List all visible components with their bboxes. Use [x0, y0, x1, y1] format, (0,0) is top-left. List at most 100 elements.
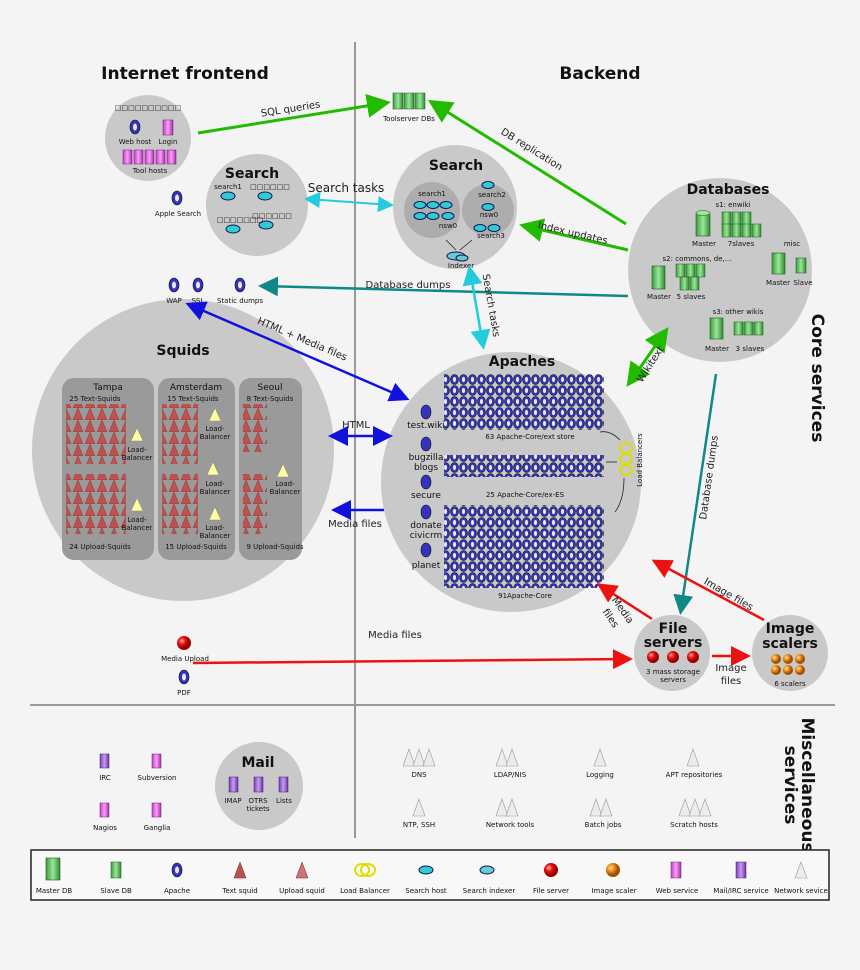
lists-label: Lists — [276, 797, 292, 805]
indexer-link-1 — [445, 239, 457, 251]
amsterdam-name: Amsterdam — [170, 383, 222, 393]
lb-tampa-1b: Balancer — [122, 454, 153, 462]
tampa-text-squids: 25 Text-Squids — [69, 395, 121, 403]
html-label: HTML — [342, 420, 370, 431]
static-dumps-label: Static dumps — [217, 297, 263, 305]
file-servers-title-2: servers — [644, 635, 703, 651]
legend-upload-squid: Upload squid — [279, 887, 325, 895]
misc-master-db-icon — [771, 252, 786, 275]
image-scalers-title-2: scalers — [762, 636, 818, 652]
lb-ams-3b: Balancer — [200, 532, 231, 540]
databases-title: Databases — [687, 182, 770, 198]
index-updates-label: Index updates — [537, 220, 609, 247]
batch-jobs-label: Batch jobs — [585, 821, 622, 829]
media-upload-arrow — [192, 649, 633, 670]
back-search-node-4: nsw0 — [439, 222, 457, 230]
ldap-label: LDAP/NIS — [494, 771, 527, 779]
lb-link-3 — [614, 477, 625, 513]
media-files-low-label: Media files — [368, 630, 422, 641]
legend-file-server: File server — [533, 887, 569, 895]
legend-file-server-icon — [544, 863, 558, 877]
legend-mail-irc-service-icon — [735, 861, 747, 879]
database-dumps-vertical-arrow — [673, 373, 718, 615]
web-host-apache-icon — [129, 119, 141, 135]
bugzilla-label: bugzilla — [409, 453, 444, 463]
mail-title: Mail — [242, 755, 275, 771]
planet-label: planet — [412, 561, 441, 571]
amsterdam-text-squids: 15 Text-Squids — [167, 395, 219, 403]
search-tasks-v-label: Search tasks — [480, 273, 502, 338]
ssl-apache-icon — [192, 277, 204, 293]
media-upload-file-server-icon — [177, 636, 191, 650]
pdf-label: PDF — [177, 689, 191, 697]
back-search-host-icons — [413, 181, 501, 232]
search-tasks-vertical-arrow — [462, 265, 491, 350]
civicrm-label: civicrm — [410, 531, 443, 541]
static-dumps-apache-icon — [234, 277, 246, 293]
front-search-title: Search — [225, 166, 279, 182]
misc-slave-label: Slave — [793, 279, 812, 287]
web-host-label: Web host — [119, 138, 152, 146]
ganglia-service-icon — [151, 802, 162, 818]
s1-master-db-icon — [695, 210, 711, 237]
tool-hosts-icons — [122, 149, 177, 165]
databases-circle — [628, 178, 812, 362]
image-scalers-circle — [752, 615, 828, 691]
apple-search-label: Apple Search — [155, 210, 201, 218]
apache-group-3-icons — [444, 505, 604, 588]
tampa-upload-squid-icons — [66, 474, 126, 534]
lb-ams-2a: Load- — [205, 480, 225, 488]
file-server-icons — [647, 651, 699, 663]
tampa-name: Tampa — [92, 383, 123, 393]
apache-group-1-icons — [444, 374, 604, 430]
core-services-heading: Core services — [807, 314, 827, 443]
search-tasks-front-label: Search tasks — [308, 181, 385, 195]
load-balancer-icons — [130, 407, 290, 521]
tampa-text-squid-icons — [66, 404, 126, 464]
scratch-hosts-label: Scratch hosts — [670, 821, 718, 829]
mail-service-icons — [228, 776, 289, 793]
donate-label: donate — [410, 521, 442, 531]
legend-upload-squid-icon — [295, 861, 309, 879]
front-search-node-1: search1 — [214, 183, 242, 191]
s2-master-label: Master — [647, 293, 671, 301]
legend-mail-irc-service: Mail/IRC service — [713, 887, 768, 895]
backend-heading: Backend — [559, 64, 640, 84]
back-search-title: Search — [429, 158, 483, 174]
pdf-apache-icon — [178, 669, 190, 685]
login-web-service-icon — [162, 119, 174, 136]
lb-ams-1a: Load- — [205, 425, 225, 433]
image-files-2b-label: files — [721, 676, 741, 687]
seoul-text-squid-icons — [243, 404, 267, 452]
tampa-upload-squids: 24 Upload-Squids — [69, 543, 131, 551]
database-dumps-h-label: Database dumps — [366, 280, 451, 291]
back-search-node-5: search3 — [477, 232, 505, 240]
network-service-icons — [402, 748, 712, 817]
irc-service-icon — [99, 753, 110, 769]
load-balancers-label: Load Balancers — [636, 433, 644, 487]
legend-network-service-icon — [794, 861, 808, 879]
s1-slave-db-icons — [721, 211, 762, 238]
media-upload-label: Media Upload — [161, 655, 209, 663]
wap-label: WAP — [166, 297, 182, 305]
amsterdam-upload-squids: 15 Upload-Squids — [165, 543, 227, 551]
legend-master-db: Master DB — [36, 887, 73, 895]
legend-load-balancer-icon — [354, 863, 376, 877]
front-search-host-icons — [220, 191, 274, 234]
s1-slaves-label: 7slaves — [728, 240, 755, 248]
squids-title: Squids — [156, 343, 209, 359]
back-search-node-1: search1 — [418, 190, 446, 198]
nagios-service-icon — [99, 802, 110, 818]
apple-search-apache-icon — [171, 190, 183, 206]
lb-ams-1b: Balancer — [200, 433, 231, 441]
legend-text-squid: Text squid — [221, 887, 257, 895]
sql-queries-arrow — [197, 94, 391, 135]
front-search-node-3: □□□□□□□ — [217, 216, 263, 224]
toolserver-db-label: Toolserver DBs — [382, 115, 435, 123]
login-label: Login — [159, 138, 178, 146]
amsterdam-upload-squid-icons — [162, 474, 198, 534]
front-search-node-4: □□□□□□ — [252, 212, 292, 220]
subversion-service-icon — [151, 753, 162, 769]
lb-ams-2b: Balancer — [200, 488, 231, 496]
